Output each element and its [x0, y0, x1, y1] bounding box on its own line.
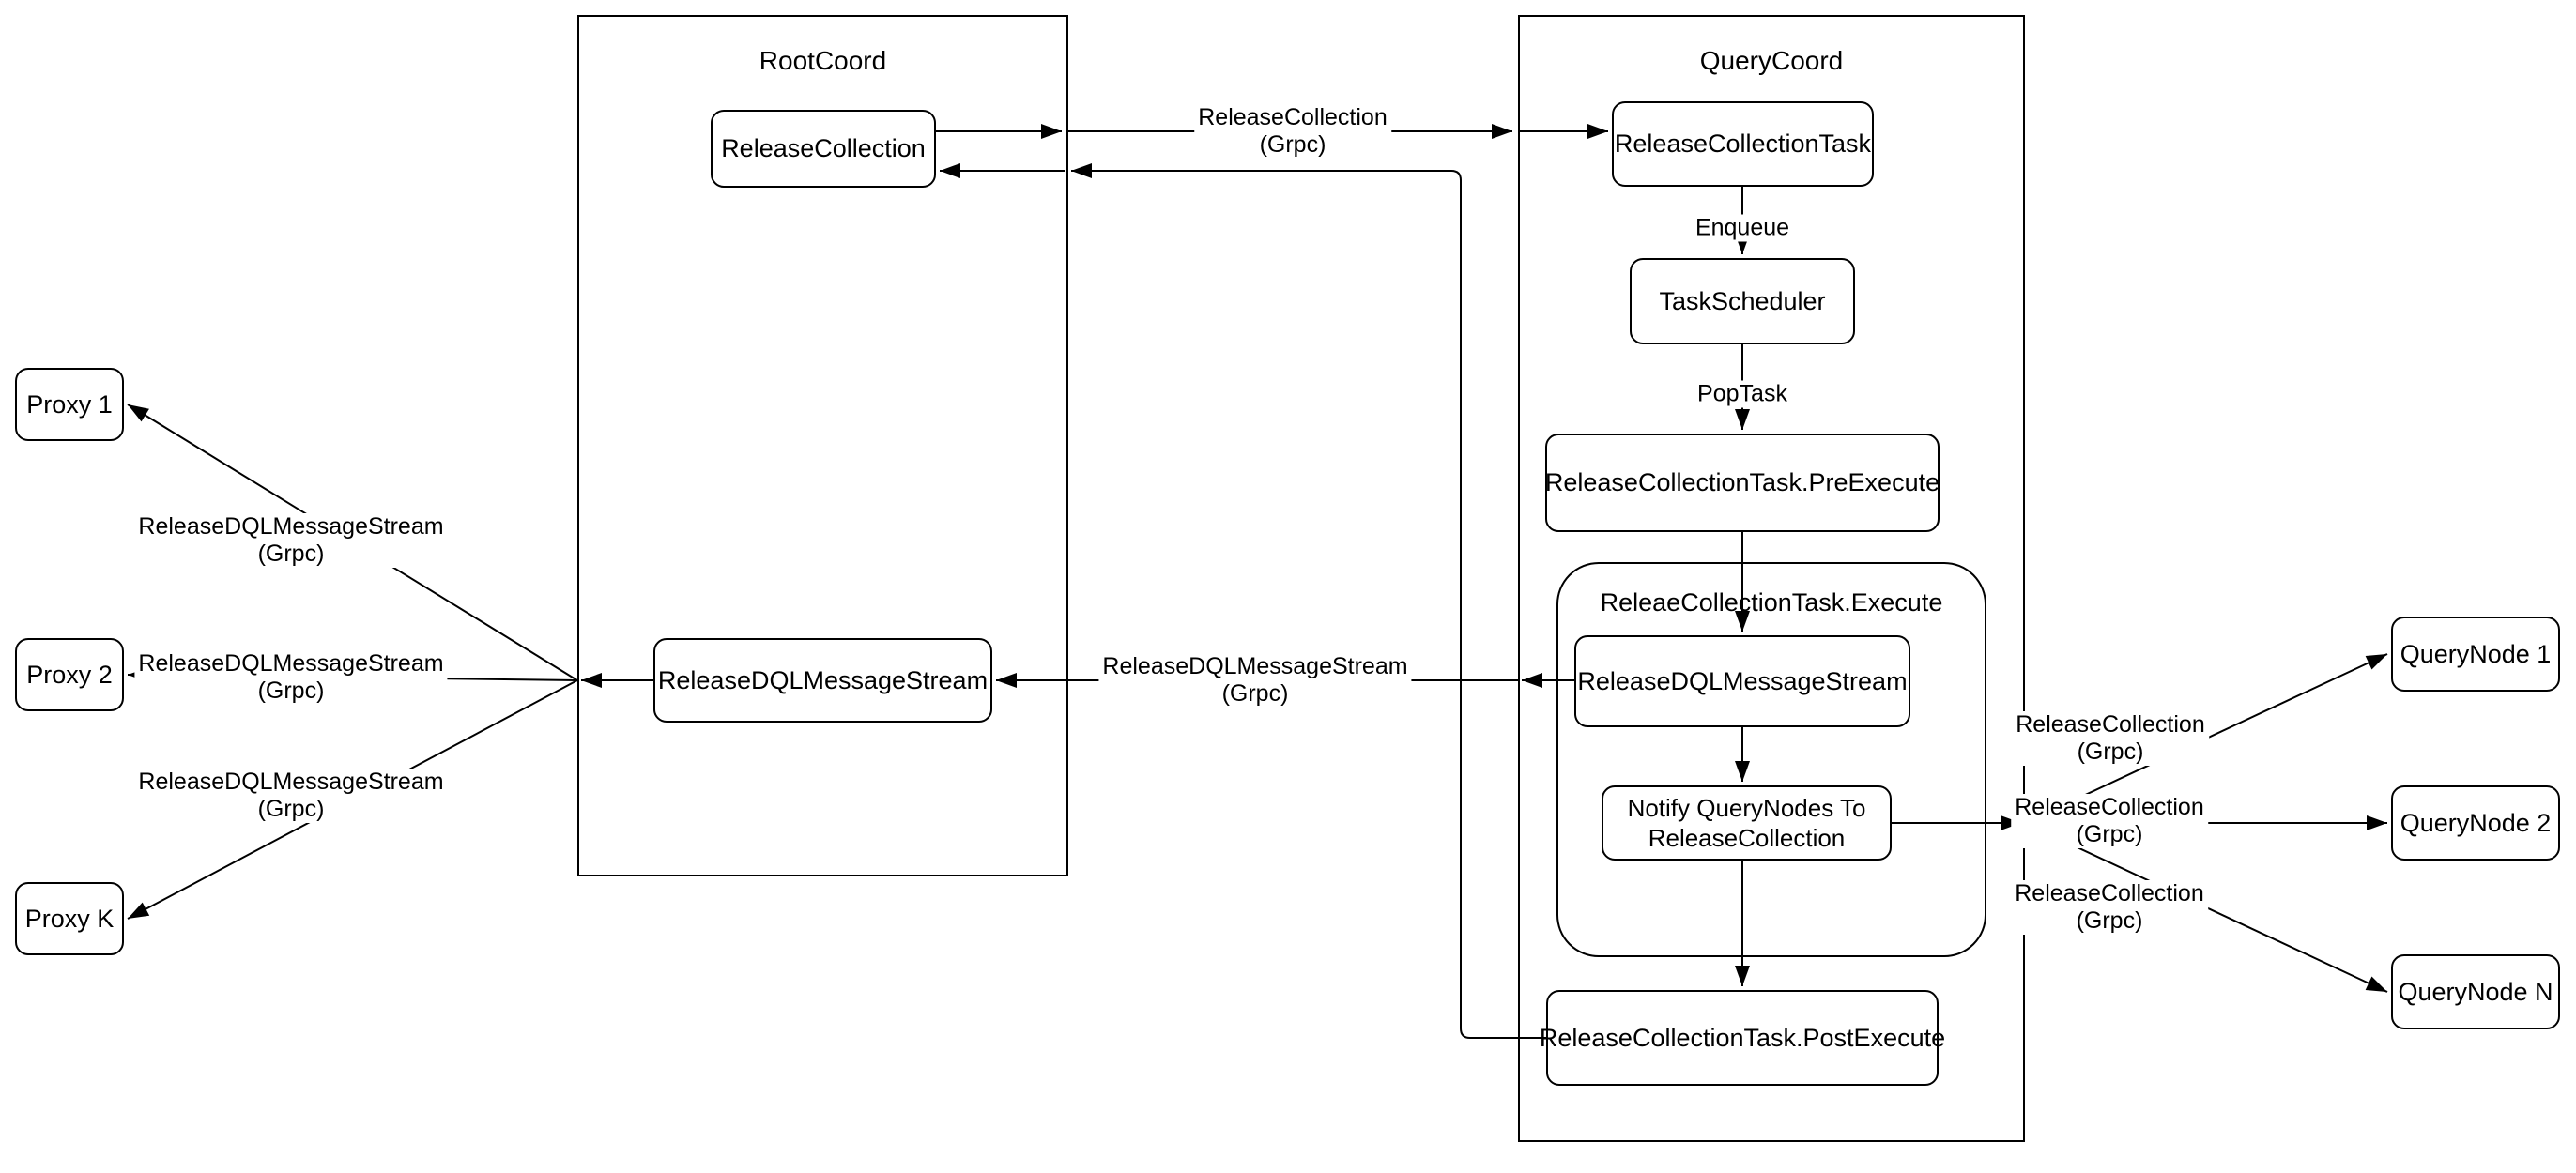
- node-release-collection: ReleaseCollection: [711, 110, 936, 188]
- node-notify-querynodes: Notify QueryNodes To ReleaseCollection: [1602, 785, 1892, 861]
- node-release-dql-message-stream-rootcoord: ReleaseDQLMessageStream: [653, 638, 992, 723]
- node-release-collection-task: ReleaseCollectionTask: [1612, 101, 1874, 187]
- node-querynode-n: QueryNode N: [2391, 954, 2560, 1029]
- notify-line-2: ReleaseCollection: [1648, 824, 1846, 852]
- node-post-execute: ReleaseCollectionTask.PostExecute: [1540, 990, 1945, 1086]
- node-proxy-1: Proxy 1: [15, 368, 124, 441]
- node-querynode-2: QueryNode 2: [2391, 785, 2560, 861]
- edge-label-releasedql-grpc-mid: ReleaseDQLMessageStream (Grpc): [1098, 653, 1412, 708]
- execute-group-title: ReleaeCollectionTask.Execute: [1600, 588, 1943, 617]
- edge-label-releasecollection-grpc-qn1: ReleaseCollection (Grpc): [2012, 711, 2209, 766]
- rootcoord-container: RootCoord: [577, 15, 1068, 876]
- node-pre-execute: ReleaseCollectionTask.PreExecute: [1545, 434, 1940, 532]
- edge-label-releasecollection-grpc-qnn: ReleaseCollection (Grpc): [2011, 880, 2208, 935]
- node-release-dql-message-stream-querycoord: ReleaseDQLMessageStream: [1574, 635, 1910, 727]
- edge-label-releasedql-grpc-proxy2: ReleaseDQLMessageStream (Grpc): [134, 650, 448, 705]
- edge-label-releasecollection-grpc-forward: ReleaseCollection (Grpc): [1194, 104, 1391, 159]
- querycoord-title: QueryCoord: [1699, 46, 1844, 75]
- node-proxy-k: Proxy K: [15, 882, 124, 955]
- execute-group: ReleaeCollectionTask.Execute: [1556, 562, 1986, 957]
- edge-postexecute-return: [1071, 163, 1546, 1039]
- node-querynode-1: QueryNode 1: [2391, 617, 2560, 692]
- edge-label-enqueue: Enqueue: [1691, 214, 1794, 242]
- edge-label-releasedql-grpc-proxyk: ReleaseDQLMessageStream (Grpc): [134, 769, 448, 823]
- notify-line-1: Notify QueryNodes To: [1627, 794, 1866, 822]
- querycoord-container: QueryCoord: [1518, 15, 2025, 1142]
- node-proxy-2: Proxy 2: [15, 638, 124, 711]
- rootcoord-title: RootCoord: [759, 46, 887, 75]
- edge-label-releasedql-grpc-proxy1: ReleaseDQLMessageStream (Grpc): [134, 513, 448, 568]
- edge-label-poptask: PopTask: [1694, 380, 1791, 408]
- node-task-scheduler: TaskScheduler: [1630, 258, 1855, 344]
- edge-label-releasecollection-grpc-qn2: ReleaseCollection (Grpc): [2011, 794, 2208, 848]
